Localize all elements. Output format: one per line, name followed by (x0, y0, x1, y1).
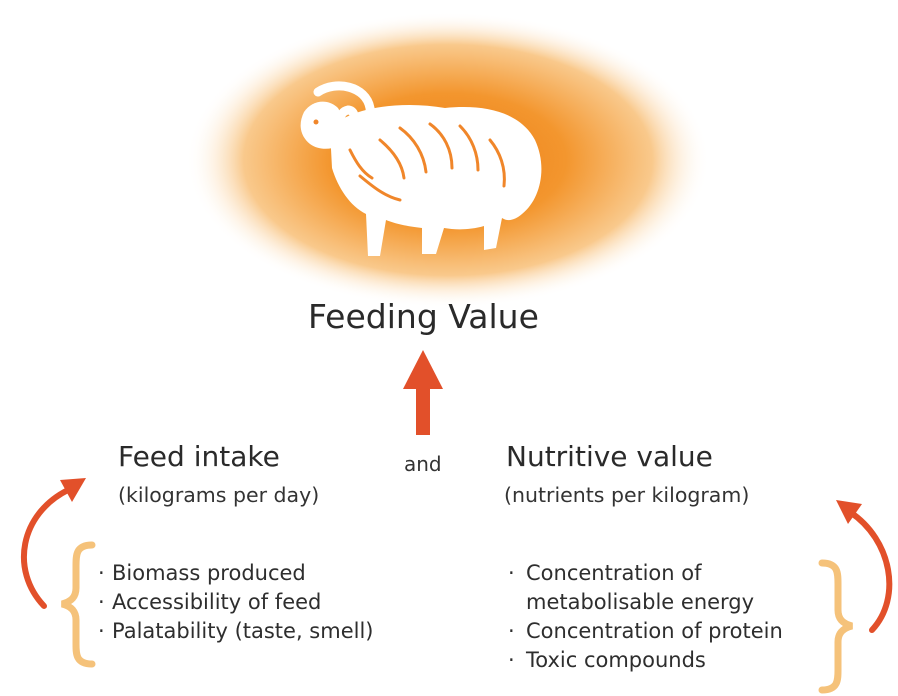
left-curly-brace-icon (62, 545, 92, 664)
and-connector: and (404, 452, 442, 476)
list-item: metabolisable energy (508, 588, 783, 617)
feeding-value-title: Feeding Value (308, 297, 539, 336)
list-item-label: Accessibility of feed (112, 590, 321, 614)
list-item: ·Palatability (taste, smell) (98, 617, 374, 646)
right-curved-arrow-icon (836, 500, 889, 630)
feed-intake-heading: Feed intake (118, 440, 280, 473)
list-item: ·Concentration of (508, 559, 783, 588)
list-item-label: Palatability (taste, smell) (112, 619, 374, 643)
list-item: ·Biomass produced (98, 559, 374, 588)
list-item: ·Accessibility of feed (98, 588, 374, 617)
nutritive-value-subheading: (nutrients per kilogram) (504, 483, 749, 507)
list-item: ·Concentration of protein (508, 617, 783, 646)
nutritive-value-heading: Nutritive value (506, 440, 713, 473)
feed-intake-subheading: (kilograms per day) (118, 483, 319, 507)
list-item-label: Concentration of (526, 561, 701, 585)
list-item-label: Concentration of protein (526, 619, 783, 643)
list-item-label: metabolisable energy (526, 590, 754, 614)
feed-intake-factor-list: ·Biomass produced ·Accessibility of feed… (98, 559, 374, 646)
right-curly-brace-icon (822, 563, 852, 690)
list-item-label: Biomass produced (112, 561, 306, 585)
nutritive-value-factor-list: ·Concentration of metabolisable energy ·… (508, 559, 783, 675)
list-item-label: Toxic compounds (526, 648, 706, 672)
list-item: ·Toxic compounds (508, 646, 783, 675)
up-arrow-icon (403, 350, 443, 435)
